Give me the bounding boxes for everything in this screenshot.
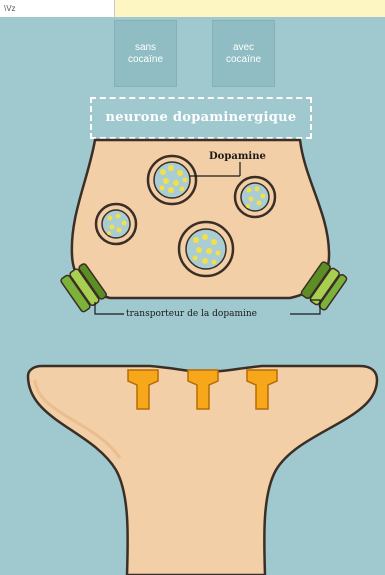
vesicle-icon xyxy=(235,177,275,217)
vesicle-icon xyxy=(179,222,233,276)
dopamine-label: Dopamine xyxy=(209,151,266,162)
transporter-label: transporteur de la dopamine xyxy=(126,309,257,319)
vesicle-icon xyxy=(148,156,196,204)
vesicle-icon xyxy=(96,204,136,244)
